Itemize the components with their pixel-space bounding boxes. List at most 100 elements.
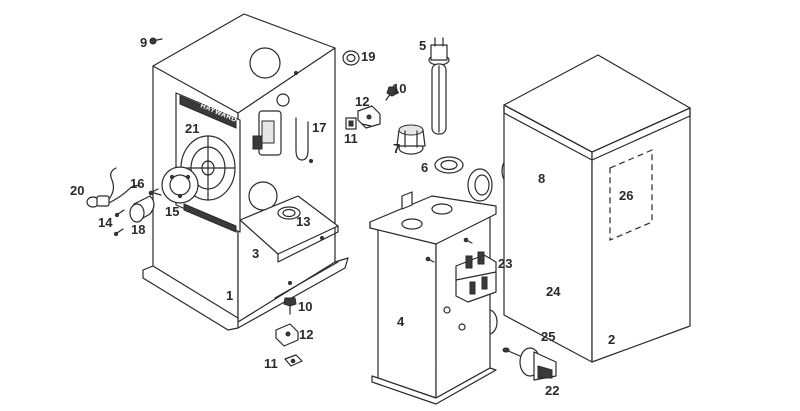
callout-labels: 1 2 3 4 5 6 7 8 9 10 10 11 11 12 12 13 1… — [70, 35, 633, 398]
part-23-contactor — [455, 251, 497, 303]
callout-13: 13 — [296, 214, 310, 229]
gasket-6-outer — [434, 156, 464, 174]
tank-top-hole — [401, 218, 423, 230]
probe-body — [96, 195, 110, 207]
contactor-divider — [455, 271, 497, 281]
cabinet-screw-hole — [309, 159, 313, 163]
cover-side-face — [591, 107, 691, 363]
gasket-6-inner — [440, 159, 458, 171]
screw-9-head — [149, 37, 157, 45]
part-5-heating-element — [428, 37, 450, 135]
cover-label-area — [609, 149, 653, 241]
part-19-grommet — [342, 50, 360, 66]
callout-15: 15 — [165, 204, 179, 219]
component-17-wire — [295, 117, 309, 161]
component-17-core — [261, 120, 275, 144]
callout-17: 17 — [312, 120, 326, 135]
callout-22: 22 — [545, 383, 559, 398]
cover-top-lip — [503, 104, 691, 161]
nut-11-hole — [348, 120, 354, 127]
part-18-sleeve — [129, 195, 155, 223]
clamp-12-hole — [285, 331, 291, 337]
ring-mount-hole — [185, 174, 191, 180]
callout-11-lower: 11 — [264, 356, 278, 371]
callout-25: 25 — [541, 329, 555, 344]
leader-lines — [153, 123, 372, 196]
part-10-bolt-upper — [385, 86, 399, 101]
part-10-bolt-lower — [283, 297, 297, 315]
screw-16-head — [148, 190, 154, 196]
callout-2: 2 — [608, 332, 615, 347]
part-14-screws — [113, 209, 125, 237]
part-3-shelf-bracket — [239, 195, 339, 263]
cabinet-hole-small — [276, 93, 290, 107]
contactor-terminal — [477, 251, 485, 265]
bolt-10-head — [283, 297, 297, 307]
screw-14-head — [114, 212, 120, 218]
callout-23: 23 — [498, 256, 512, 271]
part-21-control-panel: HAYWARD — [175, 92, 241, 233]
contactor-terminal — [481, 276, 488, 290]
ring-mount-hole — [169, 174, 175, 180]
control-panel-bottom-bar — [183, 203, 237, 233]
callout-19: 19 — [361, 49, 375, 64]
callout-8: 8 — [538, 171, 545, 186]
probe-wire — [108, 167, 117, 200]
probe-wire — [108, 184, 141, 204]
tank-screw-head — [463, 237, 469, 243]
cabinet-top-edge — [152, 13, 336, 67]
callout-11-upper: 11 — [344, 131, 358, 146]
tank-small-hole — [443, 306, 451, 314]
callout-12-upper: 12 — [355, 94, 369, 109]
sleeve-18-opening — [129, 203, 145, 223]
part-15-ring-mount — [161, 166, 199, 204]
part-2-cover — [503, 54, 691, 363]
cabinet-side-face — [237, 47, 336, 323]
tank-base-flange — [371, 367, 497, 405]
leader-line — [153, 192, 162, 196]
callout-3: 3 — [252, 246, 259, 261]
screw-14 — [116, 228, 124, 234]
shelf-hole — [277, 206, 301, 220]
cabinet-screw-hole — [288, 281, 292, 285]
brand-logo-bar — [179, 95, 237, 129]
part-16-screw — [148, 188, 159, 196]
element-head — [430, 44, 448, 61]
callout-5: 5 — [419, 38, 426, 53]
part-11-nut-upper — [345, 117, 357, 130]
callout-12-lower: 12 — [299, 327, 313, 342]
screw-14 — [117, 209, 125, 215]
leader-line — [361, 123, 372, 127]
shelf-hole-inner — [282, 208, 296, 218]
tank-top-hole — [431, 203, 453, 215]
part-7-plug — [396, 124, 426, 155]
part-12-clamp-lower — [275, 323, 299, 347]
switch-22-stem-tip — [502, 347, 510, 353]
callout-14: 14 — [98, 215, 113, 230]
callout-20: 20 — [70, 183, 84, 198]
cabinet-screw-hole — [294, 71, 298, 75]
callout-6: 6 — [421, 160, 428, 175]
tank-top-tab — [401, 191, 413, 210]
cabinet-hole-large-top — [249, 47, 281, 79]
tank-inlet-fitting-inner — [474, 174, 490, 196]
contactor-terminal — [465, 255, 473, 269]
bolt-10-head — [386, 86, 399, 97]
callout-16: 16 — [130, 176, 144, 191]
cabinet-floor-line — [274, 261, 339, 299]
part-11-nut-lower — [284, 354, 303, 367]
tank-front-face — [377, 224, 437, 399]
part-12-clamp-upper — [357, 105, 381, 129]
grommet-19-inner — [346, 53, 356, 63]
callout-9: 9 — [140, 35, 147, 50]
screw-16-shank — [151, 188, 159, 193]
screw-14-head — [113, 231, 119, 237]
shelf-front-lip — [277, 225, 339, 263]
part-6-gasket — [434, 156, 464, 174]
tank-screw-head — [425, 256, 431, 262]
callout-10-lower: 10 — [298, 299, 312, 314]
callout-26: 26 — [619, 188, 633, 203]
grommet-19-outer — [342, 50, 360, 66]
